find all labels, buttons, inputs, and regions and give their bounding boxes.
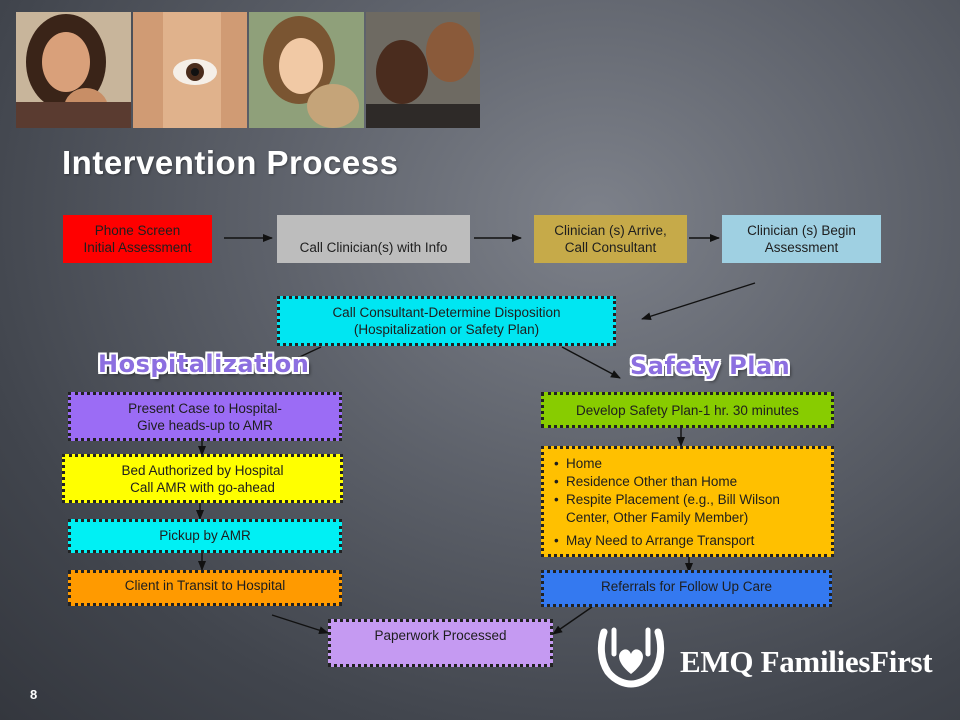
phone-screen-line-2: Initial Assessment	[83, 240, 192, 255]
referrals-box: Referrals for Follow Up Care	[541, 570, 832, 607]
option-transport: May Need to Arrange Transport	[544, 532, 831, 550]
referrals-label: Referrals for Follow Up Care	[600, 579, 773, 594]
photo-girl-bear	[249, 12, 364, 128]
clinicians-begin-box: Clinician (s) Begin Assessment	[722, 215, 881, 263]
bed-authorized-line-1: Bed Authorized by Hospital	[121, 462, 284, 478]
arrow-consultant-to-hospital	[275, 346, 322, 369]
bed-authorized-box: Bed Authorized by Hospital Call AMR with…	[62, 454, 343, 503]
clinicians-arrive-box: Clinician (s) Arrive, Call Consultant	[534, 215, 687, 263]
present-case-line-2: Give heads-up to AMR	[137, 417, 273, 433]
pickup-label: Pickup by AMR	[159, 528, 251, 543]
option-home: Home	[544, 455, 831, 473]
develop-plan-box: Develop Safety Plan-1 hr. 30 minutes	[541, 392, 834, 428]
arrow-consultant-to-safety	[561, 346, 621, 379]
phone-screen-box: Phone Screen Initial Assessment	[63, 215, 212, 263]
call-clinicians-box: Call Clinician(s) with Info	[277, 215, 470, 263]
transit-box: Client in Transit to Hospital	[68, 570, 342, 606]
safety-plan-heading: Safety Plan	[630, 352, 791, 380]
photo-two-boys	[365, 12, 480, 128]
transit-label: Client in Transit to Hospital	[124, 578, 286, 593]
photo-mother-child	[16, 12, 131, 128]
present-case-line-1: Present Case to Hospital-	[128, 400, 282, 416]
safety-options-box: Home Residence Other than Home Respite P…	[541, 446, 834, 557]
present-case-box: Present Case to Hospital- Give heads-up …	[68, 392, 342, 441]
call-clinicians-label: Call Clinician(s) with Info	[299, 240, 448, 255]
hospitalization-heading: Hospitalization	[98, 350, 310, 378]
option-respite: Respite Placement (e.g., Bill Wilson Cen…	[544, 491, 831, 527]
hands-heart-icon	[597, 627, 665, 688]
paperwork-label: Paperwork Processed	[374, 628, 507, 643]
photo-strip	[16, 12, 480, 128]
consultant-line-2: (Hospitalization or Safety Plan)	[353, 322, 540, 337]
page-number: 8	[30, 687, 38, 702]
clinicians-arrive-line-2: Call Consultant	[564, 240, 657, 255]
paperwork-box: Paperwork Processed	[328, 619, 553, 667]
page-title: Intervention Process	[62, 144, 399, 181]
emq-logo: EMQ FamiliesFirst	[596, 624, 933, 690]
arrow-referrals-to-paperwork	[552, 606, 593, 635]
develop-plan-label: Develop Safety Plan-1 hr. 30 minutes	[576, 402, 799, 418]
pickup-box: Pickup by AMR	[68, 519, 342, 553]
clinicians-arrive-line-1: Clinician (s) Arrive,	[554, 223, 667, 238]
consultant-box: Call Consultant-Determine Disposition (H…	[277, 296, 616, 346]
arrow-begin-to-consultant	[641, 282, 756, 321]
clinicians-begin-line-2: Assessment	[764, 240, 839, 255]
phone-screen-line-1: Phone Screen	[94, 223, 181, 238]
logo-text: EMQ FamiliesFirst	[680, 644, 933, 679]
safety-options-list: Home Residence Other than Home Respite P…	[544, 455, 831, 550]
photo-child-eye	[132, 12, 247, 128]
arrow-transit-to-paperwork	[271, 614, 329, 635]
consultant-line-1: Call Consultant-Determine Disposition	[332, 305, 561, 320]
clinicians-begin-line-1: Clinician (s) Begin	[747, 223, 856, 238]
option-residence: Residence Other than Home	[544, 473, 831, 491]
bed-authorized-line-2: Call AMR with go-ahead	[130, 479, 275, 495]
